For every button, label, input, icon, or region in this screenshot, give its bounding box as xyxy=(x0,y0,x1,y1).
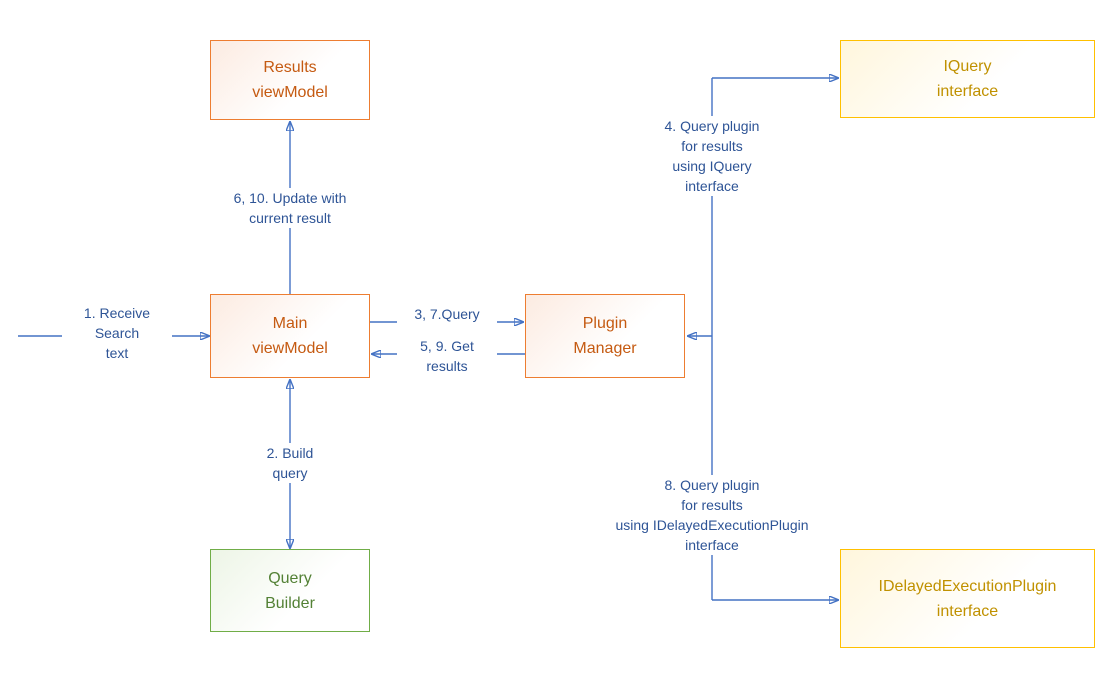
edge-label-query: 3, 7.Query xyxy=(397,304,497,324)
node-iquery-interface: IQuery interface xyxy=(840,40,1095,118)
node-query-builder: Query Builder xyxy=(210,549,370,632)
edge-label-query-iquery: 4. Query plugin for results using IQuery… xyxy=(637,116,787,196)
edge-label-receive-search: 1. Receive Search text xyxy=(62,303,172,363)
edge-label-query-idelayed: 8. Query plugin for results using IDelay… xyxy=(587,475,837,555)
edge-label-get-results: 5, 9. Get results xyxy=(397,336,497,376)
node-idelayed-interface: IDelayedExecutionPlugin interface xyxy=(840,549,1095,648)
node-main-viewmodel: Main viewModel xyxy=(210,294,370,378)
node-plugin-manager: Plugin Manager xyxy=(525,294,685,378)
edge-label-build-query: 2. Build query xyxy=(250,443,330,483)
edge-label-update-result: 6, 10. Update with current result xyxy=(210,188,370,228)
node-results-viewmodel: Results viewModel xyxy=(210,40,370,120)
